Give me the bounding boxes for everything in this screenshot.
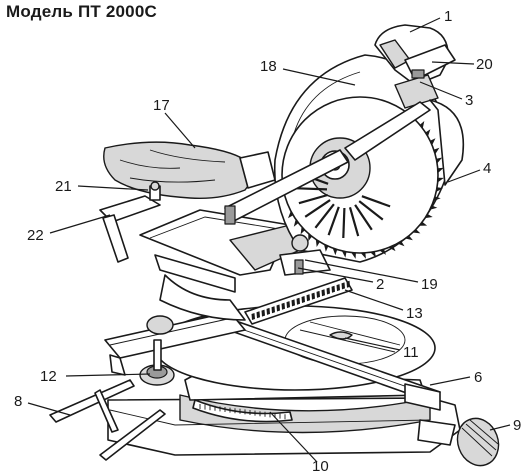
callout-1: 1: [444, 8, 452, 25]
callout-13: 13: [406, 305, 423, 322]
motor-housing: [344, 99, 465, 186]
adjusting-knob: [417, 417, 500, 467]
slide-housing: [139, 209, 301, 321]
callout-2: 2: [376, 276, 384, 293]
callout-20: 20: [476, 56, 493, 73]
lever-arm: [224, 149, 349, 225]
callout-17: 17: [153, 97, 170, 114]
support-bar: [49, 379, 166, 461]
callout-11: 11: [403, 344, 419, 361]
lower-guard: [279, 234, 331, 276]
callout-9: 9: [513, 417, 521, 434]
callout-19: 19: [421, 276, 438, 293]
handle-assembly: [374, 24, 456, 109]
dust-bag: [103, 141, 276, 200]
callout-6: 6: [474, 369, 482, 386]
callout-4: 4: [483, 160, 491, 177]
callout-22: 22: [27, 227, 44, 244]
callout-10: 10: [312, 458, 329, 473]
callout-12: 12: [40, 368, 57, 385]
diagram-title: Модель ПТ 2000С: [6, 2, 157, 21]
lock-knob: [139, 315, 175, 386]
left-fence: [104, 311, 246, 376]
callout-numbers: 1 20 3 18 17 4 21 22 19 2 13 11 12 6 8 9…: [14, 8, 521, 473]
fence-scale: [244, 277, 353, 325]
leader-lines: [27, 17, 511, 463]
saw-blade: [281, 96, 444, 259]
clamp-assembly: [99, 181, 161, 263]
callout-3: 3: [465, 92, 473, 109]
callout-8: 8: [14, 393, 22, 410]
bevel-scale: [192, 399, 293, 423]
callout-18: 18: [260, 58, 277, 75]
callout-21: 21: [55, 178, 72, 195]
